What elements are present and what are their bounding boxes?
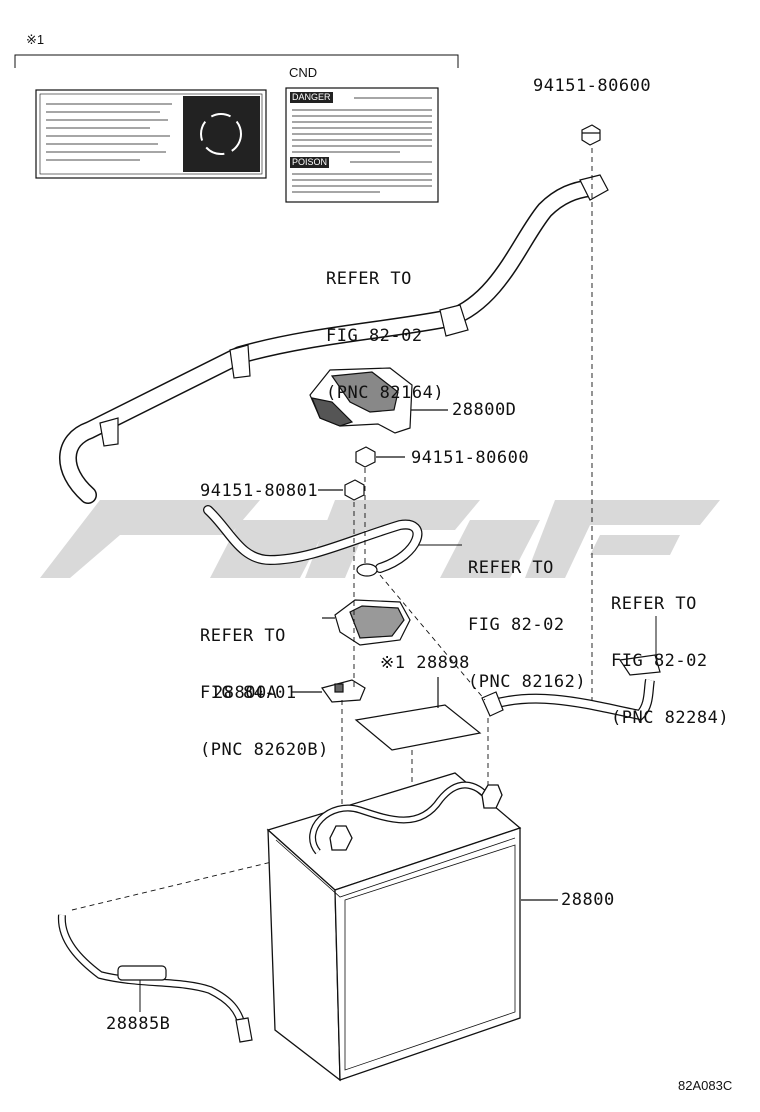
sensor-cable-28885B	[57, 914, 253, 1043]
ref-fig-82-02-pnc-82164: REFER TO FIG 82-02 (PNC 82164)	[326, 232, 444, 422]
ref-line: FIG 82-02	[326, 326, 423, 346]
ref-line: REFER TO	[326, 269, 412, 289]
part-number-28885B: 28885B	[106, 1014, 171, 1034]
battery-28800	[266, 772, 558, 1082]
ref-line: (PNC 82164)	[326, 383, 445, 403]
ref-line: (PNC 82620B)	[200, 740, 329, 760]
part-number-94151-80801: 94151-80801	[200, 481, 319, 501]
danger-tag: DANGER	[290, 92, 333, 103]
ref-line: REFER TO	[468, 558, 554, 578]
cable-82284	[481, 616, 661, 721]
cable-82164	[59, 174, 609, 504]
recycle-label	[35, 89, 267, 179]
ref-line: (PNC 82284)	[611, 708, 730, 728]
part-number-94151-80600-top: 94151-80600	[533, 76, 652, 96]
figure-code: 82A083C	[678, 1078, 733, 1093]
bolt-94151-80801	[318, 479, 365, 501]
cnd-warning-label	[285, 87, 439, 203]
ref-line: REFER TO	[200, 626, 286, 646]
watermark-logo	[40, 500, 720, 578]
recycle-icon	[200, 113, 242, 155]
part-number-28800A: 28800A	[213, 683, 278, 703]
terminal-cover-28800D	[309, 367, 448, 434]
nut-top	[581, 124, 601, 146]
note-mark: ※1	[26, 32, 45, 47]
ref-line: (PNC 82162)	[468, 672, 587, 692]
nut-mid	[355, 446, 405, 468]
ref-line: REFER TO	[611, 594, 697, 614]
part-number-28800: 28800	[561, 890, 615, 910]
fuse-block-82620B	[322, 599, 411, 646]
ref-line: FIG 82-02	[611, 651, 708, 671]
ref-line: FIG 84-01	[200, 683, 297, 703]
poison-tag: POISON	[290, 157, 330, 168]
ref-fig-82-02-pnc-82284: REFER TO FIG 82-02 (PNC 82284)	[611, 557, 729, 747]
assembly-guide-lines	[71, 148, 593, 911]
ref-fig-82-02-pnc-82162: REFER TO FIG 82-02 (PNC 82162)	[468, 521, 586, 711]
cable-82162	[203, 505, 462, 577]
cnd-title: CND	[289, 65, 318, 80]
label-group-bracket	[14, 54, 459, 68]
part-number-94151-80600-mid: 94151-80600	[411, 448, 530, 468]
sheet-28898	[354, 677, 482, 751]
part-number-28898: ※1 28898	[380, 653, 470, 673]
part-number-28800D: 28800D	[452, 400, 517, 420]
ref-fig-84-01-pnc-82620B: REFER TO FIG 84-01 (PNC 82620B)	[200, 589, 329, 779]
ref-line: FIG 82-02	[468, 615, 565, 635]
